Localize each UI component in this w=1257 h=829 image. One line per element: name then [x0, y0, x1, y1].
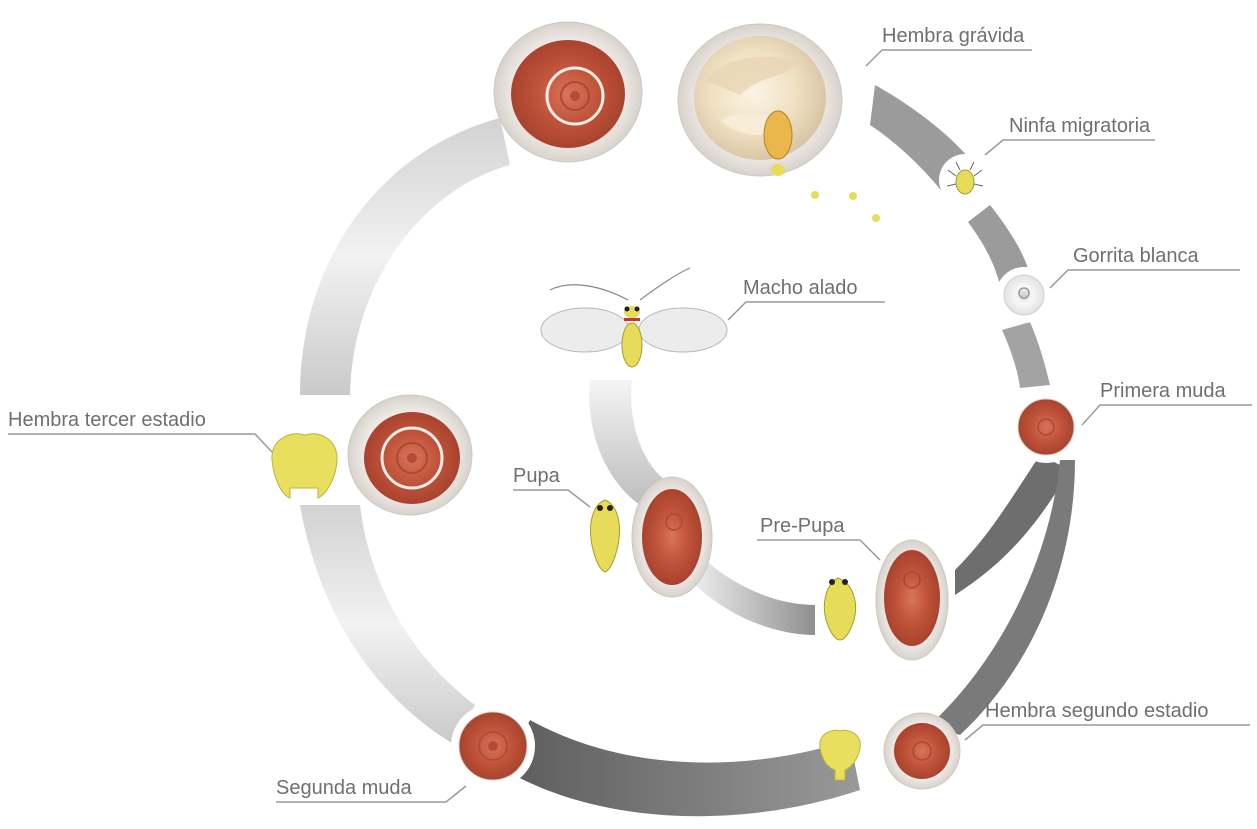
arrow-band-bottom	[505, 720, 860, 816]
label-segunda-muda: Segunda muda	[276, 777, 413, 799]
label-primera-muda: Primera muda	[1100, 380, 1226, 402]
label-macho-alado: Macho alado	[743, 277, 858, 299]
arrow-band-top-left	[300, 118, 510, 395]
arrow-band-right-low	[1002, 322, 1050, 388]
migratory-nymph-illustration	[939, 154, 991, 206]
third-instar-female-illustration	[272, 395, 472, 515]
label-gorrita-blanca: Gorrita blanca	[1073, 245, 1199, 267]
label-pupa: Pupa	[513, 465, 561, 487]
arrow-band-to-second-instar	[930, 460, 1075, 735]
label-hembra-tercer-estadio: Hembra tercer estadio	[8, 409, 206, 431]
large-scale-top	[494, 22, 642, 162]
label-pre-pupa: Pre-Pupa	[760, 515, 845, 537]
pupa-illustration	[591, 477, 712, 597]
arrow-band-prepupa-to-pupa	[690, 560, 815, 635]
label-hembra-segundo-estadio: Hembra segundo estadio	[985, 700, 1208, 722]
second-molt-illustration	[451, 704, 535, 788]
arrow-band-bottom-left	[300, 505, 475, 745]
second-instar-female-illustration	[820, 713, 960, 789]
label-hembra-gravida: Hembra grávida	[882, 25, 1025, 47]
gravid-female-illustration	[678, 24, 880, 222]
first-molt-illustration	[1010, 391, 1082, 463]
white-cap-illustration	[996, 267, 1052, 323]
label-ninfa-migratoria: Ninfa migratoria	[1009, 115, 1151, 137]
winged-male-illustration	[541, 268, 727, 367]
pre-pupa-illustration	[824, 540, 948, 660]
